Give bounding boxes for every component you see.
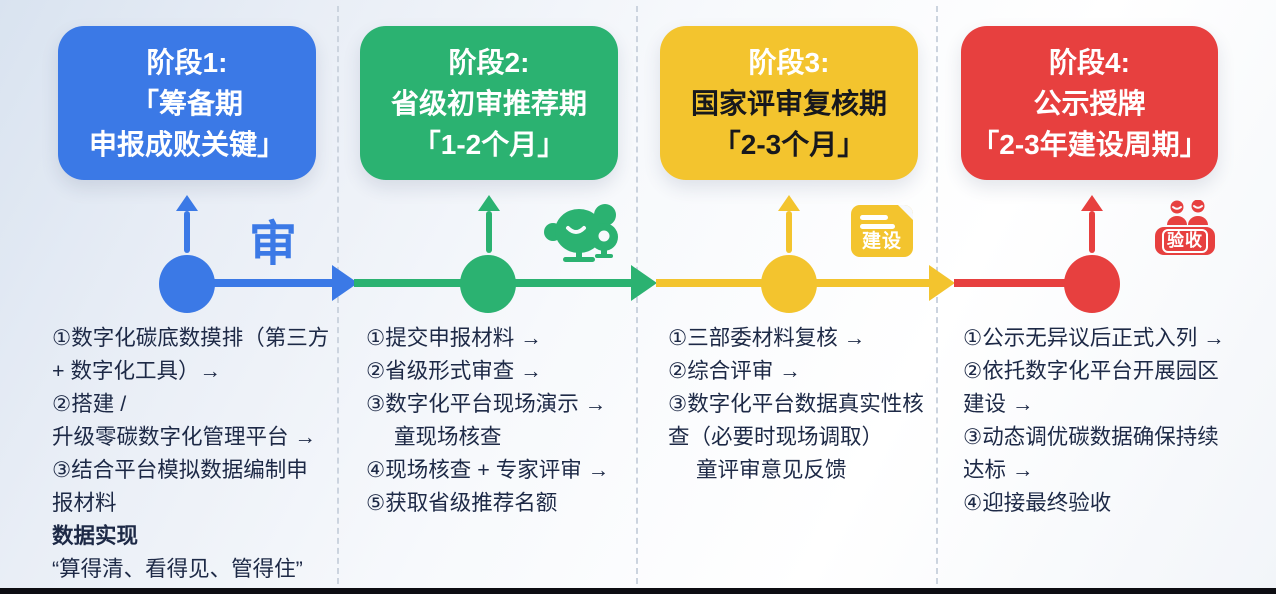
stage-2-card: 阶段2: 省级初审推荐期 「1-2个月」: [360, 26, 618, 180]
bottom-bar: [0, 588, 1276, 594]
timeline-node-1: [159, 255, 215, 313]
stage-1-subtitle: 申报成败关键」: [88, 128, 285, 160]
stage-3-subtitle: 国家评审复核期: [690, 87, 887, 119]
timeline-arrowhead-icon: [332, 265, 358, 301]
step-line: 达标 →: [963, 458, 1034, 482]
step-line: ②依托数字化平台开展园区: [963, 359, 1219, 383]
up-arrow: [778, 195, 800, 253]
timeline-segment: [187, 279, 336, 287]
doc-label: 建设: [861, 231, 902, 252]
step-line: 升级零碳数字化管理平台 →: [52, 425, 316, 449]
up-arrow-shaft: [786, 211, 792, 253]
step-line: 数据实现: [52, 524, 139, 548]
stage-2-subtitle: 「1-2个月」: [412, 128, 566, 160]
stage-4-subtitle: 「2-3年建设周期」: [971, 128, 1208, 160]
up-arrow-shaft: [1089, 211, 1095, 253]
step-line: ④现场核查 + 专家评审 →: [366, 458, 610, 482]
step-line: ③动态调优碳数据确保持续: [963, 425, 1219, 449]
step-line: ①数字化碳底数摸排（第三方: [52, 326, 330, 350]
step-line: ①三部委材料复核 →: [668, 326, 866, 350]
up-arrow-shaft: [486, 211, 492, 253]
up-arrow: [1081, 195, 1103, 253]
stage-4-title: 阶段4:: [1049, 46, 1130, 78]
step-line: “算得清、看得见、管得住”: [52, 557, 303, 581]
step-line: ④迎接最终验收: [963, 491, 1112, 515]
stage-3-card: 阶段3: 国家评审复核期 「2-3个月」: [660, 26, 918, 180]
timeline-arrowhead-icon: [631, 265, 657, 301]
step-line: ②综合评审 →: [668, 359, 801, 383]
up-arrow: [478, 195, 500, 253]
up-arrow: [176, 195, 198, 253]
acceptance-people-icon: [1164, 200, 1212, 226]
timeline-node-4: [1064, 255, 1120, 313]
stage-2-title: 阶段2:: [448, 46, 530, 78]
up-arrow-head-icon: [778, 195, 800, 211]
stage-1-subtitle: 「筹备期: [130, 87, 243, 119]
step-line: ③数字化平台现场演示 →: [366, 392, 607, 416]
step-line: 建设 →: [963, 392, 1034, 416]
timeline-node-3: [761, 255, 817, 313]
step-line: ①公示无异议后正式入列 →: [963, 326, 1225, 350]
timeline-segment: [954, 279, 1092, 287]
doc-text-line: [860, 224, 895, 229]
step-line: + 数字化工具）→: [52, 359, 222, 383]
step-line: ②省级形式审查 →: [366, 359, 542, 383]
stage-3-step-list: ①三部委材料复核 → ②综合评审 → ③数字化平台数据真实性核查（必要时现场调取） 童…: [668, 322, 974, 487]
step-line: ①提交申报材料 →: [366, 326, 542, 350]
stage-4-card: 阶段4: 公示授牌 「2-3年建设周期」: [961, 26, 1218, 180]
step-line: ②搭建 /: [52, 392, 127, 416]
up-arrow-head-icon: [176, 195, 198, 211]
inspector-mascot-icon: [543, 202, 627, 264]
timeline-node-2: [460, 255, 516, 313]
stage-3-subtitle: 「2-3个月」: [712, 128, 866, 160]
step-line: 查（必要时现场调取）: [668, 425, 884, 449]
up-arrow-shaft: [184, 211, 190, 253]
step-line: 童现场核查: [394, 425, 502, 449]
doc-text-line: [860, 215, 888, 220]
stage-4-subtitle: 公示授牌: [1033, 87, 1146, 119]
step-line: ⑤获取省级推荐名额: [366, 491, 558, 515]
step-line: ③结合平台模拟数据编制申: [52, 458, 308, 482]
stage-1-card: 阶段1: 「筹备期 申报成败关键」: [58, 26, 316, 180]
timeline-arrowhead-icon: [929, 265, 955, 301]
acceptance-badge-icon: 验收: [1155, 227, 1215, 255]
up-arrow-head-icon: [1081, 195, 1103, 211]
acceptance-badge-label: 验收: [1162, 229, 1208, 253]
stage-2-subtitle: 省级初审推荐期: [390, 87, 587, 119]
construction-doc-icon: 建设: [851, 205, 913, 257]
stage-1-step-list: ①数字化碳底数摸排（第三方 + 数字化工具）→ ②搭建 / 升级零碳数字化管理平台 →…: [52, 322, 358, 586]
doc-fold-corner-icon: [898, 205, 913, 220]
stage-3-title: 阶段3:: [748, 46, 830, 78]
up-arrow-head-icon: [478, 195, 500, 211]
audit-seal-icon: 审: [249, 218, 298, 271]
step-line: 报材料: [52, 491, 117, 515]
stage-4-step-list: ①公示无异议后正式入列 → ②依托数字化平台开展园区建设 → ③动态调优碳数据确保持…: [963, 322, 1269, 520]
stage-2-step-list: ①提交申报材料 → ②省级形式审查 → ③数字化平台现场演示 → 童现场核查 ④现场核查…: [366, 322, 672, 520]
step-line: 童评审意见反馈: [696, 458, 847, 482]
step-line: ③数字化平台数据真实性核: [668, 392, 924, 416]
stage-1-title: 阶段1:: [146, 46, 228, 78]
